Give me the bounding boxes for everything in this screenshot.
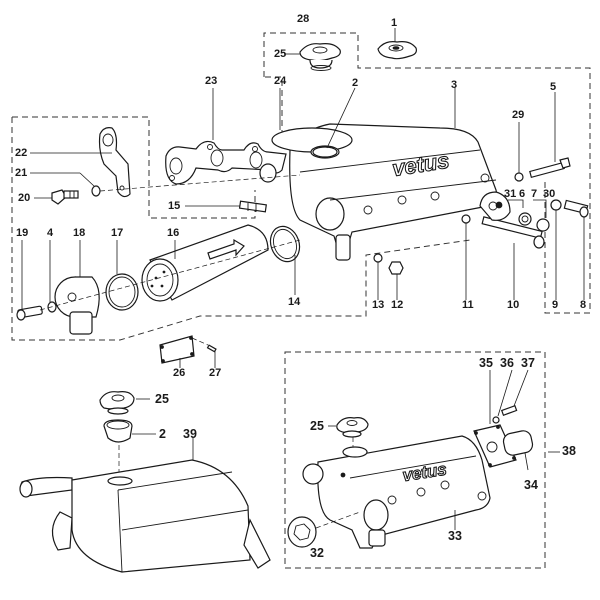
bolt-part-10[interactable] — [481, 216, 545, 249]
callout-24[interactable]: 24 — [274, 75, 287, 87]
tank-part-39[interactable] — [19, 459, 271, 573]
washer-part-13[interactable] — [373, 253, 383, 263]
plate-part-26[interactable] — [159, 335, 195, 364]
bolt-part-37[interactable] — [500, 404, 518, 416]
callout-19[interactable]: 19 — [16, 227, 29, 239]
o-ring-part-17[interactable] — [105, 273, 139, 311]
callout-37[interactable]: 37 — [521, 356, 535, 370]
group-box-24-dash — [265, 76, 283, 135]
o-ring-part-14[interactable] — [266, 222, 305, 265]
group-box-filter — [11, 117, 471, 341]
filler-neck-part-2[interactable] — [312, 146, 338, 158]
callout-34[interactable]: 34 — [524, 478, 538, 492]
callout-16[interactable]: 16 — [167, 227, 180, 239]
callout-4[interactable]: 4 — [47, 227, 54, 239]
callout-25-tank[interactable]: 25 — [155, 392, 169, 406]
callout-5[interactable]: 5 — [550, 81, 557, 93]
callout-6[interactable]: 6 — [519, 188, 526, 200]
washer-part-36[interactable] — [492, 416, 500, 424]
callout-14[interactable]: 14 — [288, 296, 301, 308]
gasket-part-23[interactable] — [165, 140, 287, 185]
bolt-part-19[interactable] — [16, 305, 43, 321]
washer-part-30[interactable] — [550, 199, 562, 211]
callout-39[interactable]: 39 — [183, 427, 197, 441]
callout-7[interactable]: 7 — [531, 188, 538, 200]
group-box-38 — [284, 351, 546, 569]
callout-8[interactable]: 8 — [580, 299, 587, 311]
callout-2[interactable]: 2 — [352, 77, 359, 89]
callout-21[interactable]: 21 — [15, 167, 28, 179]
washer-part-11[interactable] — [461, 214, 471, 224]
cap-part-1[interactable] — [377, 41, 417, 60]
flange-part-31[interactable] — [479, 191, 511, 221]
plug-part-7[interactable] — [536, 218, 550, 232]
callout-38[interactable]: 38 — [562, 444, 576, 458]
callout-13[interactable]: 13 — [372, 299, 385, 311]
callout-33[interactable]: 33 — [448, 529, 462, 543]
bolt-part-5[interactable] — [529, 157, 571, 179]
callout-35[interactable]: 35 — [479, 356, 493, 370]
callout-12[interactable]: 12 — [391, 299, 404, 311]
callout-30[interactable]: 30 — [543, 188, 556, 200]
callout-25-alt[interactable]: 25 — [310, 419, 324, 433]
callout-28[interactable]: 28 — [297, 13, 310, 25]
callout-31[interactable]: 31 — [504, 188, 517, 200]
callout-1[interactable]: 1 — [391, 17, 398, 29]
callout-11[interactable]: 11 — [462, 299, 474, 311]
callout-25-top[interactable]: 25 — [274, 48, 287, 60]
heat-exchanger-core-part-16[interactable] — [141, 224, 269, 302]
callout-15[interactable]: 15 — [168, 200, 181, 212]
plug-part-32[interactable] — [287, 511, 361, 548]
washer-part-29[interactable] — [514, 172, 524, 182]
washer-part-21[interactable] — [91, 185, 101, 197]
nut-part-12[interactable] — [388, 261, 404, 275]
callout-10[interactable]: 10 — [507, 299, 520, 311]
callout-29[interactable]: 29 — [512, 109, 525, 121]
washer-part-6[interactable] — [518, 212, 532, 226]
cap-part-25-top[interactable] — [299, 43, 341, 71]
callout-17[interactable]: 17 — [111, 227, 124, 239]
callout-2-tank[interactable]: 2 — [159, 427, 166, 441]
callout-23[interactable]: 23 — [205, 75, 218, 87]
flow-arrow-icon — [207, 238, 245, 260]
cap-part-25-tank[interactable] — [99, 391, 135, 415]
filler-neck-part-2-tank[interactable] — [103, 419, 133, 443]
cap-part-25-alt[interactable] — [336, 417, 369, 438]
callout-3[interactable]: 3 — [451, 79, 458, 91]
stud-part-15[interactable] — [238, 200, 267, 213]
bolt-part-20[interactable] — [51, 189, 79, 205]
callout-9[interactable]: 9 — [552, 299, 559, 311]
bracket-part-22[interactable] — [98, 127, 131, 198]
callout-32[interactable]: 32 — [310, 546, 324, 560]
callout-22[interactable]: 22 — [15, 147, 28, 159]
callout-20[interactable]: 20 — [18, 192, 31, 204]
callout-36[interactable]: 36 — [500, 356, 514, 370]
end-cover-part-18[interactable] — [54, 276, 100, 335]
callout-26[interactable]: 26 — [173, 367, 186, 379]
callout-27[interactable]: 27 — [209, 367, 222, 379]
outlet-flange-part-34[interactable] — [473, 424, 534, 468]
manifold-part-33[interactable]: vetus — [302, 435, 491, 549]
fitting-part-8[interactable] — [563, 199, 589, 218]
callout-18[interactable]: 18 — [73, 227, 86, 239]
